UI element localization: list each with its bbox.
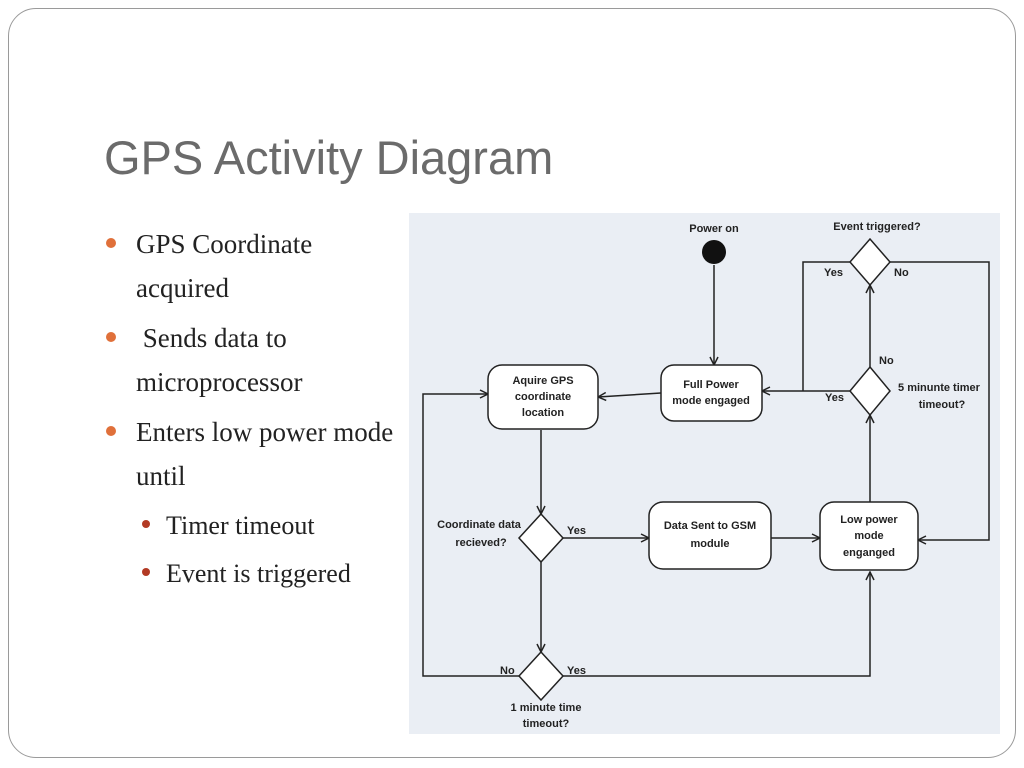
decision-coordinate-data-line2: recieved? xyxy=(455,537,507,549)
node-acquire-gps-line2: coordinate xyxy=(515,391,571,403)
edge-event-yes-to-full-power xyxy=(802,261,850,391)
decision-five-minute-line1: 5 minunte timer xyxy=(898,382,981,394)
decision-five-minute xyxy=(849,365,891,417)
bullet-list: GPS Coordinate acquired Sends data to mi… xyxy=(104,222,404,600)
slide-frame xyxy=(8,8,1016,758)
edge-label-no: No xyxy=(894,267,909,279)
decision-event-triggered-label: Event triggered? xyxy=(833,221,921,233)
node-data-sent-line2: module xyxy=(690,538,729,550)
bullet-item: GPS Coordinate acquired xyxy=(104,222,404,310)
start-node xyxy=(702,240,726,264)
sub-bullet-item: Timer timeout xyxy=(104,504,404,548)
slide-title: GPS Activity Diagram xyxy=(104,131,554,184)
activity-diagram: Power on Full Power mode engaged Aquire … xyxy=(409,213,1000,734)
node-acquire-gps-line1: Aquire GPS xyxy=(512,375,573,387)
edge-label-yes: Yes xyxy=(567,525,586,537)
node-low-power-line2: mode xyxy=(854,530,883,542)
node-data-sent xyxy=(648,501,772,570)
edge-label-yes: Yes xyxy=(824,267,843,279)
edge-label-no: No xyxy=(500,665,515,677)
node-low-power xyxy=(819,501,919,571)
edge-label-yes: Yes xyxy=(825,392,844,404)
edge-label-no: No xyxy=(879,355,894,367)
node-low-power-line1: Low power xyxy=(840,514,898,526)
node-acquire-gps-line3: location xyxy=(522,407,564,419)
edge-label-yes: Yes xyxy=(567,665,586,677)
bullet-item: Enters low power mode until xyxy=(104,410,404,498)
bullet-item: Sends data to microprocessor xyxy=(104,316,404,404)
node-data-sent-line1: Data Sent to GSM xyxy=(664,520,756,532)
decision-one-minute-line1: 1 minute time xyxy=(511,702,582,714)
node-full-power xyxy=(660,364,763,422)
decision-event-triggered xyxy=(849,237,891,287)
edge-one-minute-yes-to-low-power xyxy=(563,572,870,677)
node-full-power-line1: Full Power xyxy=(683,379,739,391)
diagram-edges xyxy=(422,261,990,677)
decision-one-minute xyxy=(517,650,565,702)
node-acquire-gps xyxy=(487,364,599,430)
start-label: Power on xyxy=(689,223,739,235)
node-low-power-line3: enganged xyxy=(843,547,895,559)
edge-one-minute-no-to-acquire xyxy=(422,394,519,677)
sub-bullet-item: Event is triggered xyxy=(104,552,404,596)
decision-coordinate-data xyxy=(517,512,565,564)
activity-diagram-svg: Power on Full Power mode engaged Aquire … xyxy=(422,221,990,730)
node-full-power-line2: mode engaged xyxy=(672,395,750,407)
decision-coordinate-data-line1: Coordinate data xyxy=(437,519,522,531)
edge-full-power-to-acquire xyxy=(598,393,662,397)
edge-event-no-to-low-power xyxy=(890,261,990,540)
decision-five-minute-line2: timeout? xyxy=(919,399,966,411)
decision-one-minute-line2: timeout? xyxy=(523,718,570,730)
